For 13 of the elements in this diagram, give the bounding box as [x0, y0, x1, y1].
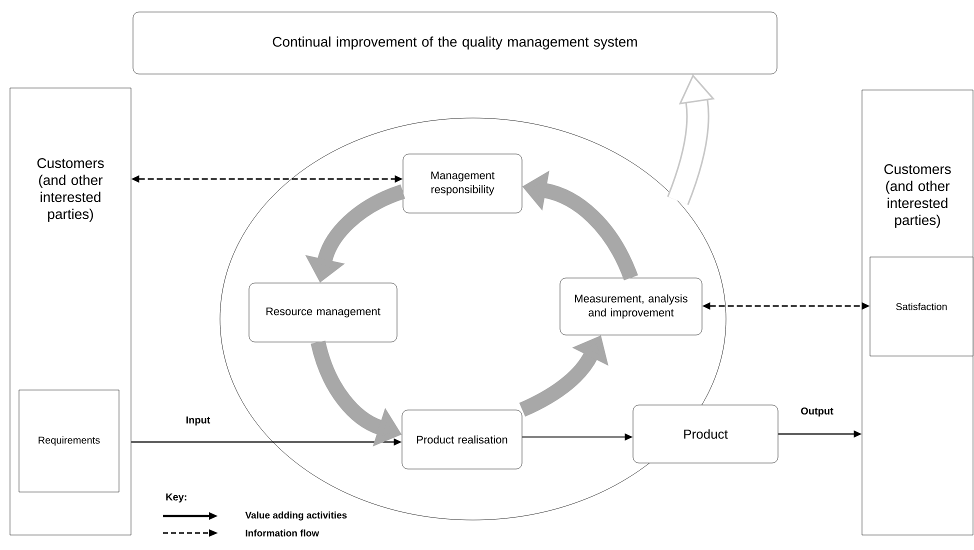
process-box: Measurement, analysis and improvement [560, 278, 702, 336]
process-box: Resource management [248, 282, 398, 342]
edge-label: Input [184, 416, 212, 426]
requirements-box: Requirements [18, 390, 120, 492]
satisfaction-box: Satisfaction [870, 256, 974, 356]
key-heading: Key: [166, 494, 186, 502]
legend-text: Information flow [246, 530, 320, 536]
process-ellipse [220, 118, 726, 520]
edge-label: Output [800, 406, 834, 418]
legend-text: Value adding activities [245, 512, 347, 520]
process-box: Product realisation [402, 410, 522, 470]
process-box: Management responsibility [402, 154, 522, 214]
product-box: Product [632, 404, 778, 464]
